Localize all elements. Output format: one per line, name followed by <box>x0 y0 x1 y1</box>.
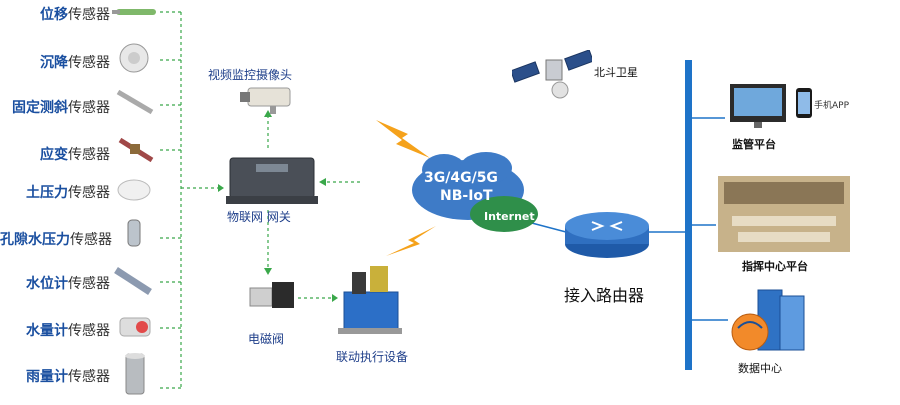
sensor-label-pore-pressure: 孔隙水压力传感器 <box>0 232 112 248</box>
router-icon <box>565 212 649 258</box>
data-center-icon <box>731 289 805 351</box>
mobile-app-label: 手机APP <box>814 101 850 111</box>
settlement-sensor-icon <box>119 43 149 73</box>
displacement-sensor-icon <box>112 9 156 15</box>
router-label: 接入路由器 <box>564 286 645 305</box>
command-center-icon <box>718 176 850 252</box>
supervision-platform-label: 监管平台 <box>732 138 776 151</box>
actuator-label: 联动执行设备 <box>336 350 409 364</box>
pore-pressure-sensor-icon <box>127 219 141 247</box>
sensor-images <box>112 9 156 395</box>
sensor-label-strain: 应变传感器 <box>40 147 110 163</box>
gateway-device-icon <box>226 157 318 204</box>
sensor-label-water-level: 水位计传感器 <box>26 276 110 292</box>
sensor-label-rain-gauge: 雨量计传感器 <box>26 369 110 385</box>
sensor-label-displacement: 位移传感器 <box>40 7 110 23</box>
valve-label: 电磁阀 <box>248 332 285 346</box>
earth-pressure-sensor-icon <box>117 179 151 201</box>
sensor-label-water-flow: 水量计传感器 <box>26 323 110 339</box>
data-center-label: 数据中心 <box>738 362 782 375</box>
actuator-device-icon <box>338 266 402 334</box>
rain-gauge-sensor-icon <box>125 353 145 395</box>
inclinometer-sensor-icon <box>116 89 154 115</box>
water-level-sensor-icon <box>114 267 152 295</box>
supervision-platform-icon <box>730 84 812 128</box>
command-center-label: 指挥中心平台 <box>742 260 808 273</box>
satellite-label: 北斗卫星 <box>594 66 638 79</box>
sensor-label-inclinometer: 固定测斜传感器 <box>12 100 110 116</box>
strain-sensor-icon <box>118 137 154 163</box>
nb-iot-label: NB-IoT <box>440 188 493 204</box>
water-flow-sensor-icon <box>119 317 151 337</box>
solenoid-valve-icon <box>249 282 294 308</box>
camera-label: 视频监控摄像头 <box>208 68 293 82</box>
camera-icon <box>240 87 291 114</box>
sensor-label-settlement: 沉降传感器 <box>40 55 110 71</box>
internet-label: Internet <box>484 210 535 223</box>
gateway-label: 物联网 网关 <box>227 210 291 224</box>
satellite-icon <box>512 50 592 99</box>
network-cloud <box>412 152 538 232</box>
sensor-label-earth-pressure: 土压力传感器 <box>26 185 110 201</box>
network-types-label: 3G/4G/5G <box>424 170 498 186</box>
